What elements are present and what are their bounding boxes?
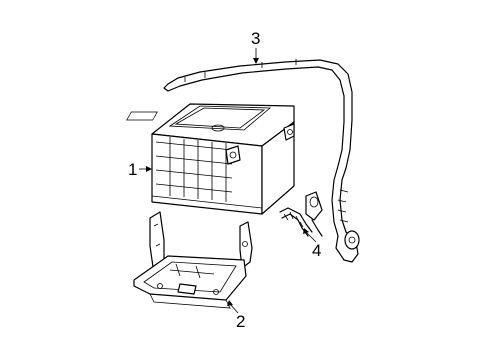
callout-label-4: 4 bbox=[312, 241, 321, 260]
callout-4: 4 bbox=[303, 228, 321, 260]
battery-tray bbox=[133, 211, 253, 309]
callout-1: 1 bbox=[128, 160, 152, 179]
battery-cable bbox=[163, 59, 360, 263]
callout-label-2: 2 bbox=[236, 312, 245, 331]
callout-3: 3 bbox=[251, 29, 260, 64]
callout-label-3: 3 bbox=[251, 29, 260, 48]
callout-label-1: 1 bbox=[128, 160, 137, 179]
battery bbox=[126, 103, 295, 215]
cable-terminal bbox=[279, 191, 323, 237]
callout-2: 2 bbox=[227, 300, 245, 331]
